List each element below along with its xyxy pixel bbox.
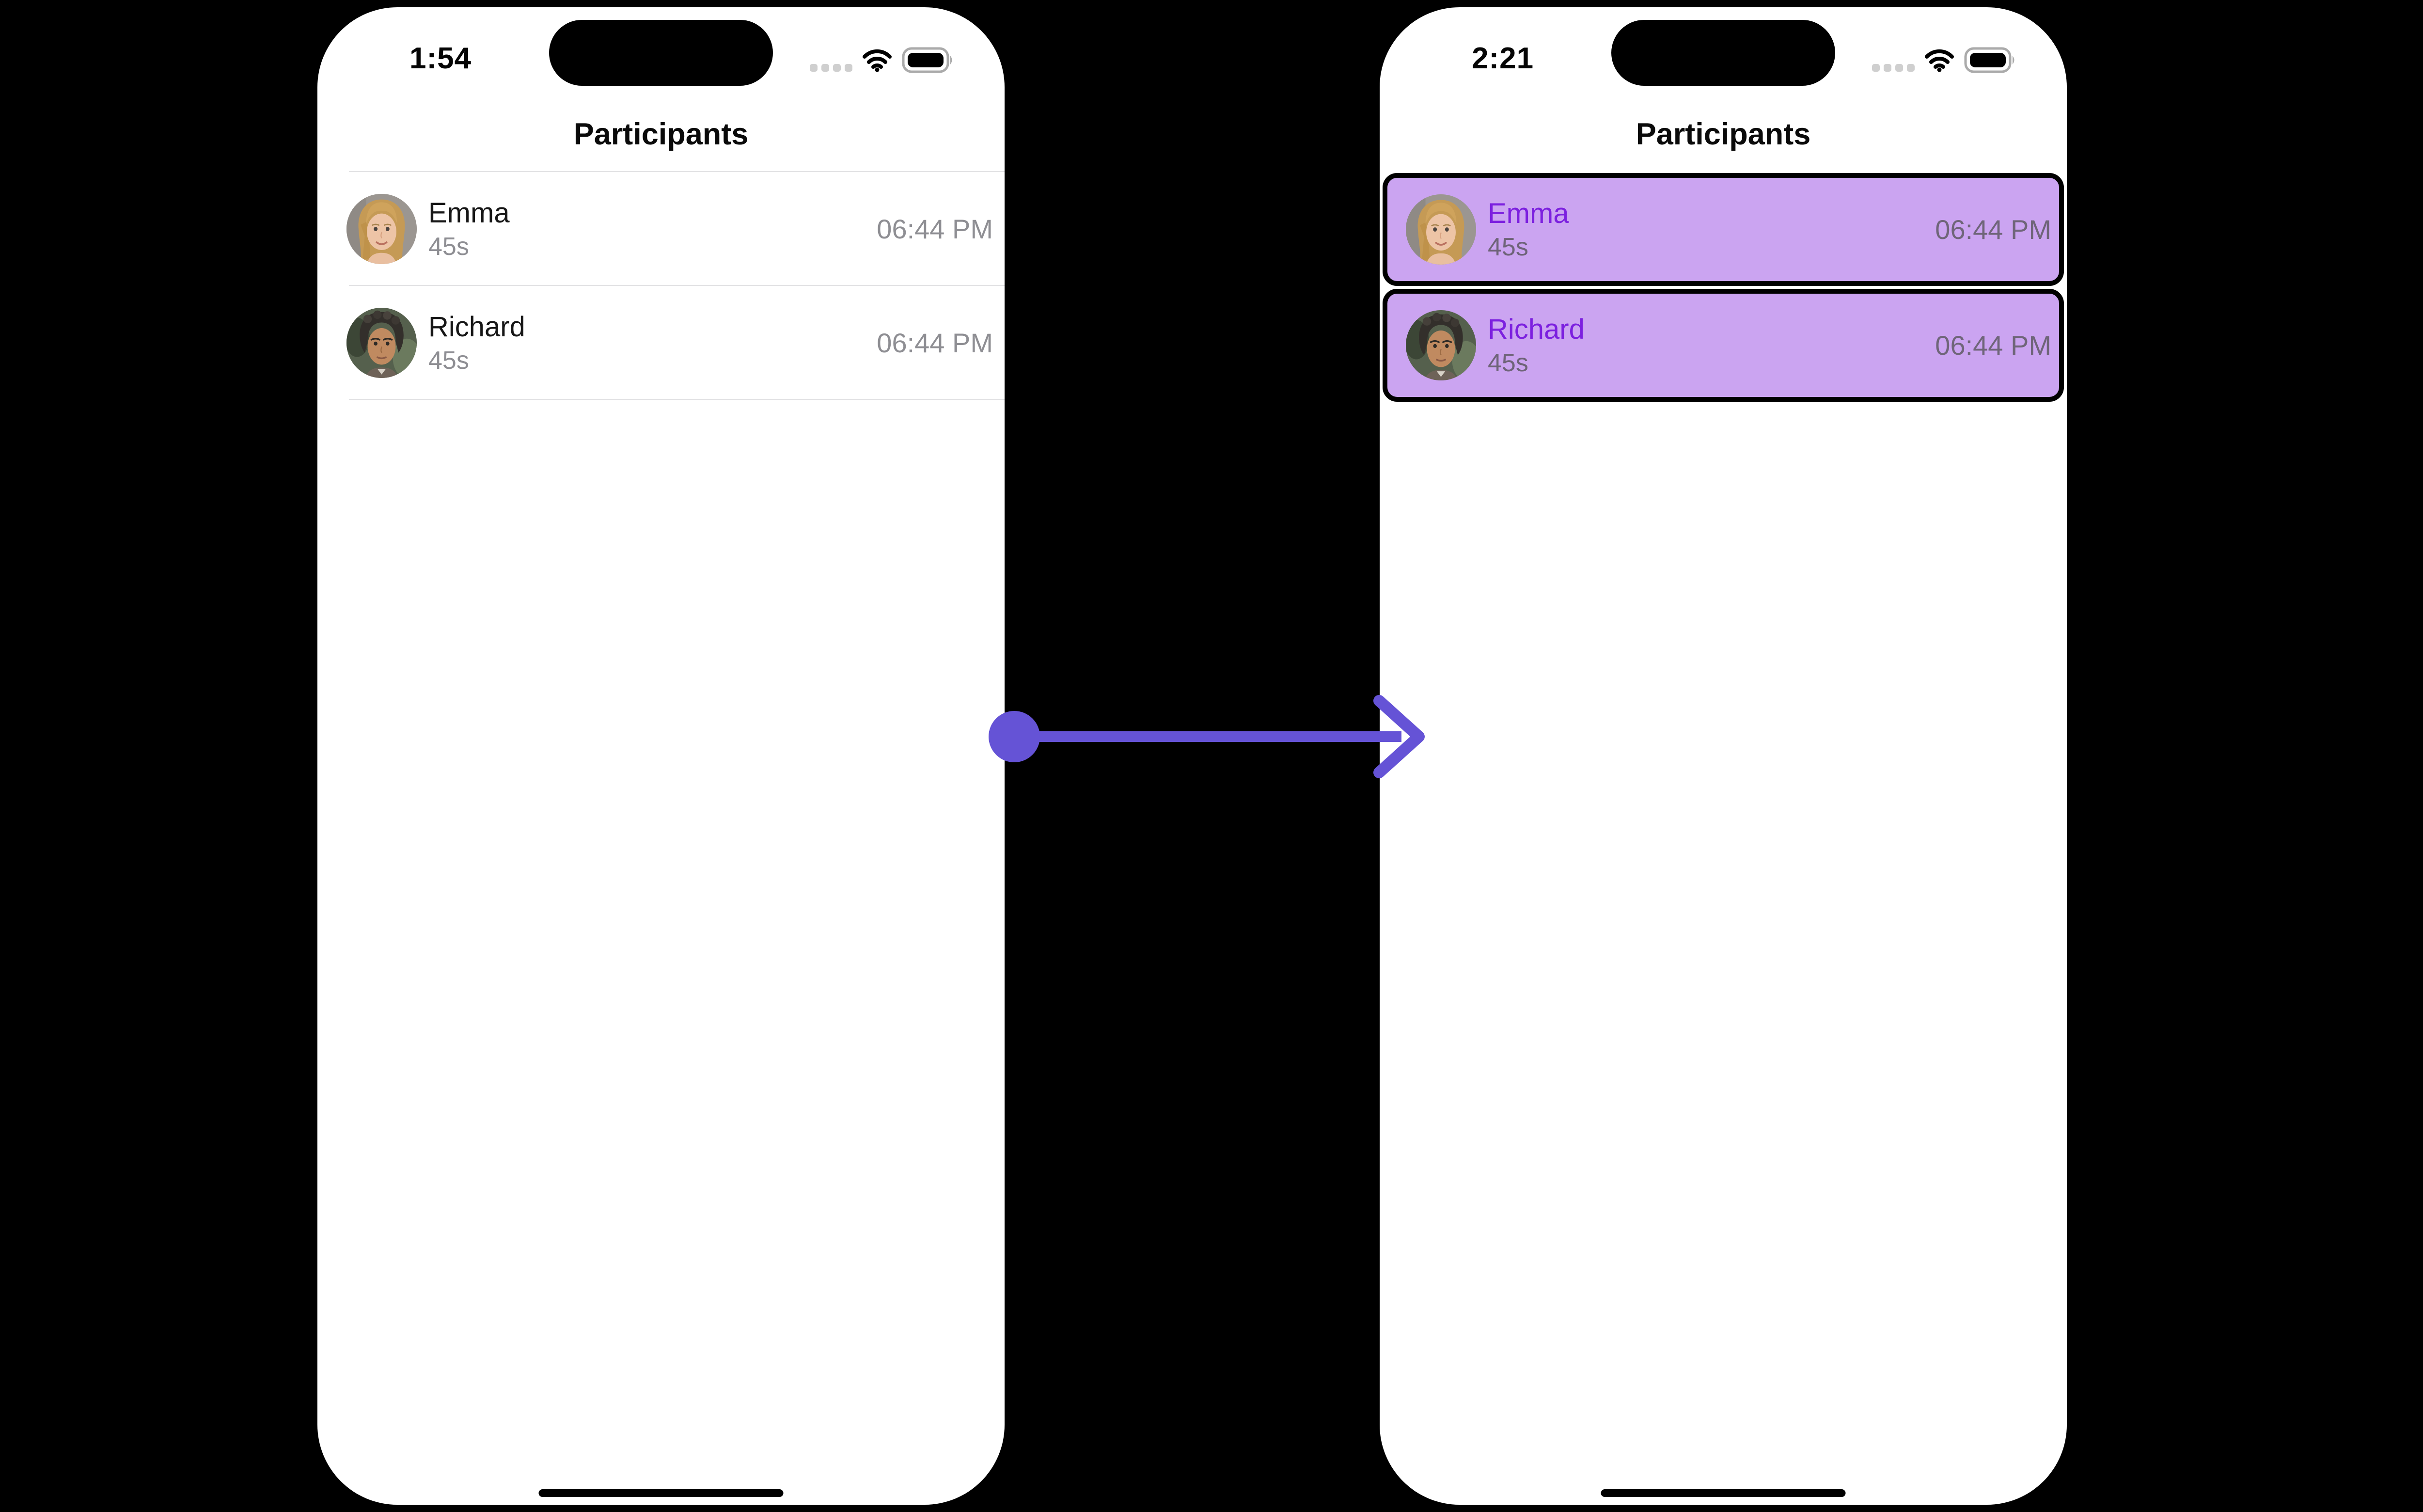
wifi-icon (1924, 48, 1954, 74)
participant-row-emma[interactable]: Emma 45s 06:44 PM (317, 172, 1005, 286)
phone-before: 1:54 Participa (317, 7, 1005, 1505)
emma-photo (1406, 194, 1476, 265)
page-title: Participants (1636, 117, 1811, 151)
status-bar-time: 2:21 (1472, 42, 1534, 75)
richard-avatar (1406, 310, 1476, 380)
phone-after: 2:21 Participa (1380, 7, 2067, 1505)
participant-name: Emma (428, 197, 510, 229)
nav-header: Participants (1380, 7, 2067, 172)
participant-name: Richard (1488, 313, 1585, 345)
participant-join-time: 06:44 PM (1935, 330, 2051, 361)
cellular-signal-icon (1872, 63, 1915, 72)
participant-meta: Emma 45s (1488, 197, 1935, 261)
participant-row-richard-selected[interactable]: Richard 45s 06:44 PM (1383, 289, 2064, 402)
participant-list: Emma 45s 06:44 PM (1380, 173, 2067, 405)
home-indicator[interactable] (538, 1489, 784, 1497)
participant-duration: 45s (428, 232, 469, 261)
dynamic-island (549, 20, 773, 86)
home-indicator[interactable] (1601, 1489, 1846, 1497)
participant-duration: 45s (1488, 233, 1528, 261)
participant-name: Richard (428, 311, 525, 343)
participant-duration: 45s (1488, 348, 1528, 377)
participant-name: Emma (1488, 197, 1569, 229)
richard-avatar (346, 308, 417, 378)
richard-photo (1406, 310, 1476, 380)
status-bar-icons (810, 47, 954, 76)
participant-row-richard[interactable]: Richard 45s 06:44 PM (317, 286, 1005, 400)
participant-meta: Richard 45s (428, 313, 877, 373)
header-divider (349, 171, 1005, 172)
participant-meta: Emma 45s (428, 199, 877, 259)
participant-join-time: 06:44 PM (877, 214, 993, 244)
status-bar-time: 1:54 (409, 42, 472, 75)
nav-header: Participants (317, 7, 1005, 172)
participant-join-time: 06:44 PM (1935, 214, 2051, 245)
participant-duration: 45s (428, 346, 469, 375)
participant-join-time: 06:44 PM (877, 328, 993, 358)
participant-meta: Richard 45s (1488, 315, 1935, 376)
wifi-icon (862, 48, 892, 74)
emma-avatar (1406, 194, 1476, 265)
emma-avatar (346, 194, 417, 264)
dynamic-island (1611, 20, 1835, 86)
richard-photo (346, 308, 417, 378)
battery-icon (902, 47, 954, 76)
emma-photo (346, 194, 417, 264)
cellular-signal-icon (810, 63, 852, 72)
page-title: Participants (573, 117, 749, 151)
status-bar-icons (1872, 47, 2016, 76)
participant-row-emma-selected[interactable]: Emma 45s 06:44 PM (1383, 173, 2064, 286)
participant-list: Emma 45s 06:44 PM (317, 172, 1005, 400)
battery-icon (1964, 47, 2016, 76)
